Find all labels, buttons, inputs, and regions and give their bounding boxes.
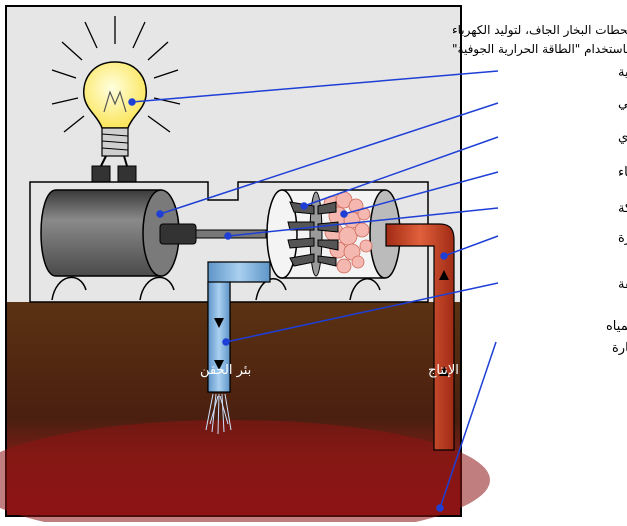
- label-hot-layers-line-2: الجوفية الحارة: [612, 341, 627, 356]
- label-generator: مولد كهربائي: [618, 96, 627, 111]
- label-electric-energy: طاقة كهربائية: [618, 65, 627, 80]
- pointer-lines: [128, 70, 499, 512]
- label-hot-groundwater: مياه جوفية حارة: [618, 231, 627, 246]
- label-motion-transmitter: ناقل حركة: [618, 201, 627, 216]
- hot-water-layer: [0, 420, 490, 526]
- label-steam-turbine: توربين بخاري: [618, 130, 627, 145]
- light-bulb-icon: [83, 61, 147, 185]
- light-rays: [51, 16, 181, 133]
- label-water-vapor: بخار الماء: [618, 165, 627, 180]
- title-line-2: باستخدام "الطاقة الحرارية الجوفية": [452, 42, 627, 57]
- diagram-title: محطات البخار الجاف، لتوليد الكهرباء باست…: [452, 23, 627, 57]
- label-condensed-water: المياه المتكثفة: [618, 277, 627, 292]
- generator: [40, 189, 197, 277]
- injection-spray: [205, 393, 232, 435]
- injection-pipe: [207, 261, 271, 393]
- label-production-well: بئر الإنتاج: [428, 363, 478, 378]
- label-hot-layers-line-1: طبقات المياه: [606, 319, 627, 334]
- generator-stand: [51, 276, 381, 301]
- label-injection-well: بئر الحقن: [200, 363, 251, 378]
- steam-turbine: [266, 189, 401, 279]
- production-pipe: [385, 223, 455, 451]
- title-line-1: محطات البخار الجاف، لتوليد الكهرباء: [452, 23, 627, 38]
